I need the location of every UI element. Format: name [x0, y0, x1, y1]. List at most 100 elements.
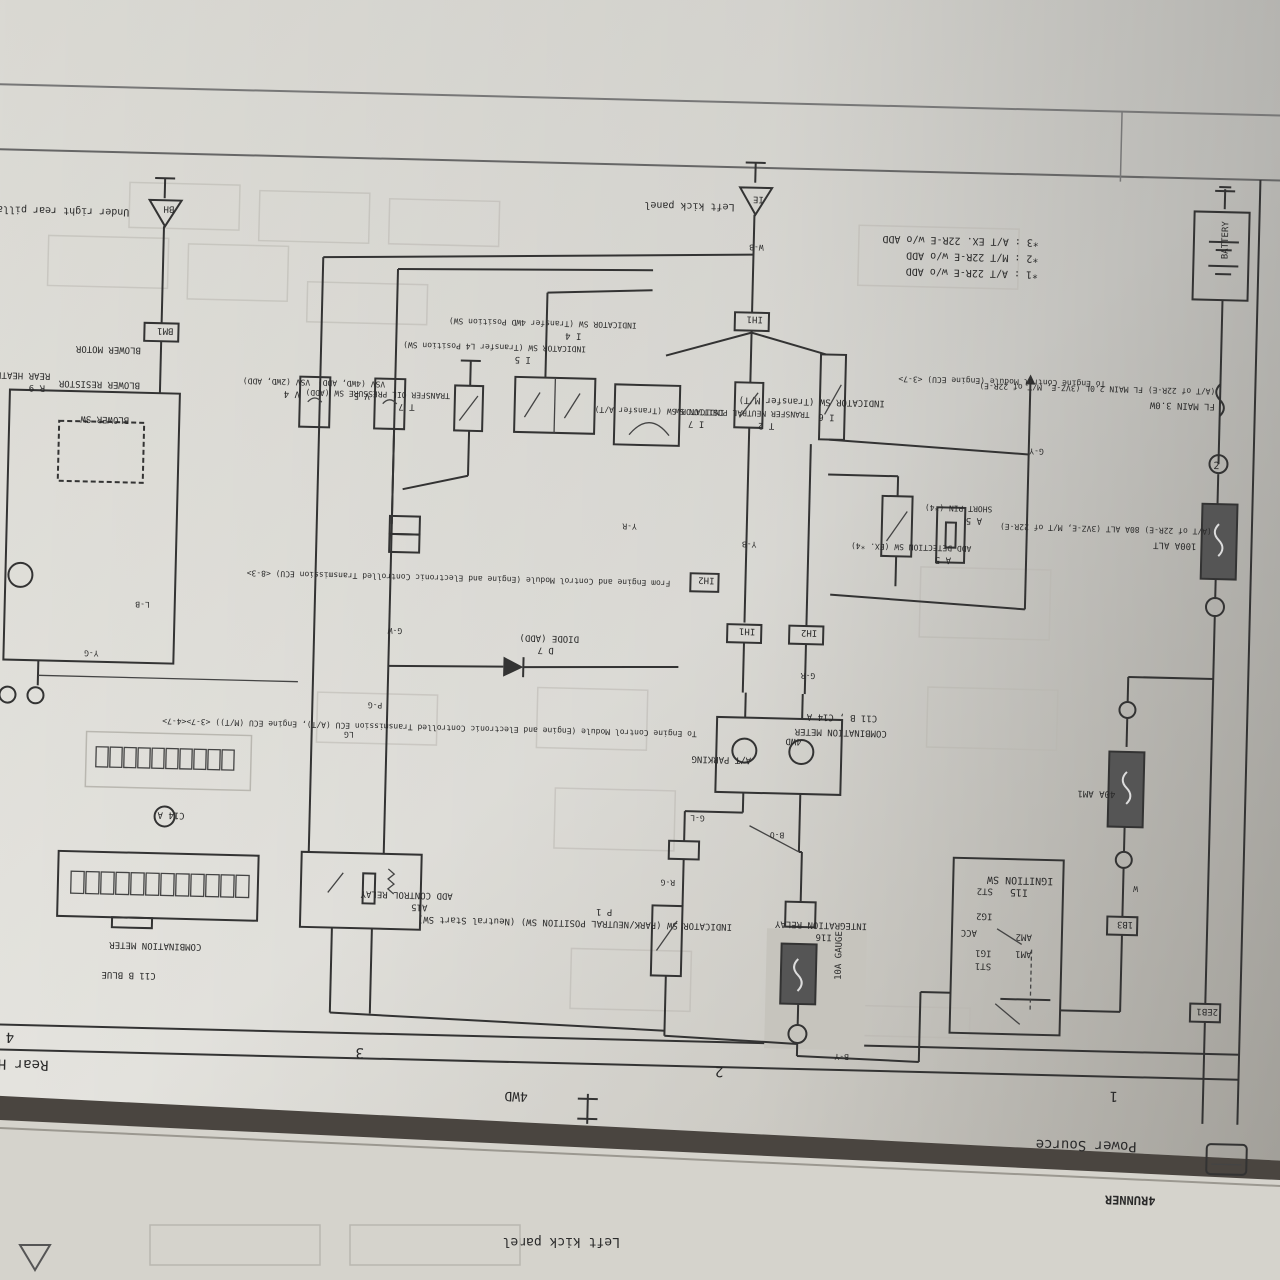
combination-meter-connectors: C14 A C11 B BLUE COMBINATION METER	[56, 730, 260, 980]
v5-id: V 5	[354, 390, 371, 400]
park-neutral-id: P 1	[596, 906, 613, 916]
connector-c14-pins	[95, 746, 235, 771]
svg-text:3: 3	[355, 1044, 364, 1060]
wire-labels: W-B G-Y Y-B G-R G-W P-G LG B-O B-Y W Y-R…	[84, 243, 1138, 1062]
under-right-rear-pillar-label: Under right rear pillar	[0, 203, 129, 217]
svg-text:G-R: G-R	[800, 671, 815, 680]
ignition-id: I15	[1010, 886, 1028, 897]
rear-heater-group: BH Under right rear pillar BM1 BLOWER SW…	[0, 177, 298, 705]
note-2: *2 : M/T 22R-E w/o ADD	[906, 249, 1039, 263]
meter-id: C11 B , C14 A	[806, 711, 877, 723]
footer-section: Power Source	[1035, 1136, 1137, 1154]
diode-label: DIODE (ADD)	[519, 632, 579, 643]
ign-acc: ACC	[961, 927, 978, 937]
a5-id: A 5	[935, 554, 952, 564]
lower-page: Left kick panel	[0, 1120, 1280, 1280]
alt-label: 100A ALT	[1152, 540, 1196, 551]
svg-text:Y-R: Y-R	[622, 522, 637, 531]
lower-connector-1	[149, 1224, 521, 1266]
footer-strip: Rear H 4WD Power Source 4RUNNER	[0, 1055, 1248, 1208]
meter-lamp-4wd: 4WD	[785, 736, 802, 746]
footer-model: 4RUNNER	[1104, 1193, 1156, 1208]
note-3: *3 : A/T EX. 22R-E w/o ADD	[882, 233, 1039, 248]
integration-label: INTEGRATION RELAY	[774, 918, 867, 930]
fl-main-label: FL MAIN 3.0W	[1149, 399, 1215, 411]
svg-text:W: W	[1133, 884, 1138, 893]
ground-ie: IE	[753, 194, 764, 204]
ground-bh: BH	[163, 203, 174, 213]
integration-id: I16	[815, 931, 832, 941]
c14-label: C14 A	[157, 809, 185, 820]
a5-label: ADD DETECTION SW (EX. *4)	[851, 541, 972, 553]
i4-id: I 4	[565, 330, 582, 340]
ghost-components	[46, 181, 1059, 1039]
svg-text:W-B: W-B	[749, 243, 764, 252]
am1-fuse: 40A AM1 1B3	[1077, 675, 1214, 1012]
junction-2eb1: 2EB1	[1188, 1002, 1222, 1124]
4wd-drivetrain-icon	[577, 1093, 598, 1124]
c11-blue-label: C11 B BLUE	[101, 969, 155, 980]
diode-id: D 7	[537, 645, 554, 655]
combination-meter-left-label: COMBINATION METER	[109, 939, 202, 951]
gauge-label: 10A GAUGE	[834, 931, 845, 980]
svg-text:B-Y: B-Y	[834, 1052, 849, 1061]
i5-id: I 5	[514, 354, 531, 364]
t7-label: TRANSFER OIL PRESSURE SW (ADD)	[305, 388, 450, 401]
v4-label: VSV (2WD, ADD)	[243, 376, 311, 387]
ignition-label: IGNITION SW	[986, 874, 1053, 887]
ign-ig1: IG1	[975, 947, 992, 957]
svg-text:Y-B: Y-B	[742, 539, 757, 548]
battery-label: BATTERY	[1221, 221, 1232, 260]
ign-ig2: IG2	[976, 910, 993, 920]
v4-id: V 4	[284, 388, 301, 398]
notes-block: *1 : A/T 22R-E w/o ADD *2 : M/T 22R-E w/…	[882, 233, 1039, 280]
a15-label: ADD CONTROL RELAY	[360, 888, 453, 900]
lower-page-label: Left kick panel	[503, 1234, 620, 1249]
ign-am1: AM1	[1015, 948, 1032, 958]
svg-text:L-B: L-B	[135, 600, 150, 609]
svg-text:4: 4	[6, 1029, 15, 1045]
svg-text:R-G: R-G	[660, 878, 675, 887]
footer-tab-left: Rear H	[0, 1055, 49, 1072]
blower-sw-label: BLOWER SW	[80, 413, 130, 424]
ign-am2: AM2	[1016, 931, 1033, 941]
v5-label: VSV (4WD, ADD)	[318, 378, 386, 389]
svg-text:G-W: G-W	[387, 626, 402, 635]
ignition-switch: I15 IGNITION SW ACC IG1 ST1 AM1 ST2 IG2 …	[917, 856, 1121, 1062]
ign-st2: ST2	[977, 885, 994, 895]
short-pin-id: A 5	[966, 515, 983, 525]
t2-label: TRANSFER NEUTRAL POSITION SW	[674, 407, 809, 419]
svg-text:BM1: BM1	[157, 325, 174, 335]
blower-resistor-label: BLOWER RESISTOR	[58, 378, 140, 390]
svg-text:LG: LG	[344, 730, 354, 739]
junction-1b3: 1B3	[1117, 919, 1134, 929]
i6-id: I 6	[818, 411, 835, 421]
svg-text:G-L: G-L	[690, 813, 705, 822]
meter-label: COMBINATION METER	[794, 726, 887, 738]
svg-text:IH1: IH1	[739, 625, 756, 635]
svg-text:2: 2	[715, 1063, 724, 1079]
short-pin-label: SHORT PIN (*4)	[925, 503, 993, 514]
am1-label: 40A AM1	[1077, 788, 1115, 799]
ign-st1: ST1	[975, 960, 992, 970]
svg-text:P-G: P-G	[368, 700, 383, 709]
combination-meter: 4WD A/T PARKING C11 B , C14 A COMBINATIO…	[691, 692, 887, 854]
rear-heater-label: REAR HEATER	[0, 369, 50, 380]
connector-c11-pins	[70, 870, 250, 899]
column-numbers: 4 3 2 1	[6, 1029, 1119, 1104]
svg-text:G-Y: G-Y	[1029, 446, 1044, 455]
i5-label: INDICATOR SW (Transfer L4 Position SW)	[403, 340, 586, 353]
svg-text:IH1: IH1	[747, 314, 764, 324]
transfer-switch-group: IE Left kick panel IH1 I 6 INDICATOR SW …	[162, 161, 1106, 1032]
svg-text:IH2: IH2	[801, 627, 818, 637]
svg-text:1: 1	[1109, 1088, 1118, 1104]
svg-text:2: 2	[1213, 461, 1219, 472]
meter-lamp-atpark: A/T PARKING	[691, 753, 751, 764]
i7-label: INDICATOR SW (Transfer A/T)	[594, 405, 724, 417]
rear-heater-id: R 9	[29, 382, 46, 392]
note-1: *1 : A/T 22R-E w/o ADD	[906, 265, 1039, 279]
t7-id: T 7	[398, 401, 415, 411]
integration-relay: I16 INTEGRATION RELAY	[774, 852, 867, 942]
svg-text:2EB1: 2EB1	[1196, 1006, 1218, 1017]
